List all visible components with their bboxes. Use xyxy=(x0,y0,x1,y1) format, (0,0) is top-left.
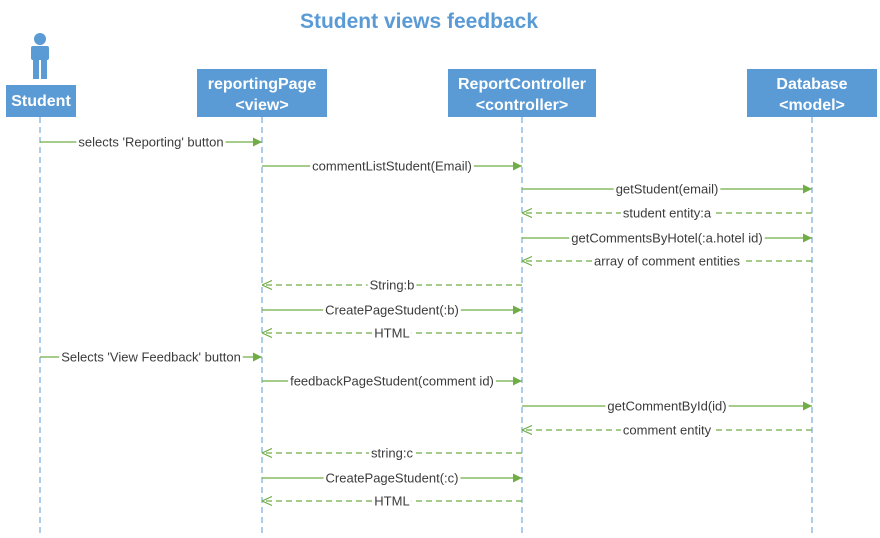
participant-name: Database xyxy=(776,76,847,93)
message-label-background xyxy=(323,472,461,484)
message-label: HTML xyxy=(374,326,409,341)
message-label-background xyxy=(288,375,496,387)
participant-database: Database <model> xyxy=(747,69,877,117)
participant-box xyxy=(6,85,76,117)
message: getCommentById(id) xyxy=(522,399,812,414)
participant-box xyxy=(747,69,877,117)
message-label-background xyxy=(569,232,765,244)
message-label: comment entity xyxy=(623,423,712,438)
message: String:b xyxy=(262,278,522,293)
message-label: HTML xyxy=(374,494,409,509)
message: comment entity xyxy=(522,423,812,438)
participant-report-controller: ReportController <controller> xyxy=(448,69,596,117)
message-label: String:b xyxy=(370,278,415,293)
message-label-background xyxy=(76,136,226,148)
message: feedbackPageStudent(comment id) xyxy=(262,374,522,389)
message-label: selects 'Reporting' button xyxy=(78,135,223,150)
message: array of comment entities xyxy=(522,254,812,269)
message-label: string:c xyxy=(371,446,413,461)
participant-stereotype: <view> xyxy=(235,97,288,114)
message-label-background xyxy=(323,304,461,316)
message: Selects 'View Feedback' button xyxy=(40,350,262,365)
message-label: student entity:a xyxy=(623,206,712,221)
participant-student: Student xyxy=(6,33,76,117)
message-label-background xyxy=(372,327,412,339)
message: HTML xyxy=(262,494,522,509)
message: CreatePageStudent(:c) xyxy=(262,471,522,486)
message: getStudent(email) xyxy=(522,182,812,197)
message-label: array of comment entities xyxy=(594,254,740,269)
message-label-background xyxy=(310,160,474,172)
message-label-background xyxy=(367,279,417,291)
message: commentListStudent(Email) xyxy=(262,159,522,174)
message-label: getStudent(email) xyxy=(616,182,719,197)
participant-stereotype: <controller> xyxy=(476,97,568,114)
participant-box xyxy=(448,69,596,117)
participant-box xyxy=(197,69,327,117)
message-label: CreatePageStudent(:b) xyxy=(325,303,459,318)
participant-reporting-page: reportingPage <view> xyxy=(197,69,327,117)
message-label: Selects 'View Feedback' button xyxy=(61,350,241,365)
participant-stereotype: <model> xyxy=(779,97,845,114)
message-label-background xyxy=(620,207,714,219)
message-label-background xyxy=(369,447,416,459)
message: string:c xyxy=(262,446,522,461)
message: selects 'Reporting' button xyxy=(40,135,262,150)
message-label-background xyxy=(592,255,743,267)
diagram-title: Student views feedback xyxy=(300,10,538,33)
participant-name: Student xyxy=(11,93,71,110)
participant-name: reportingPage xyxy=(208,76,317,93)
message: CreatePageStudent(:b) xyxy=(262,303,522,318)
message-label-background xyxy=(605,400,729,412)
messages: selects 'Reporting' button commentListStu… xyxy=(40,135,812,509)
person-icon xyxy=(31,33,49,79)
message: HTML xyxy=(262,326,522,341)
message-label-background xyxy=(372,495,412,507)
message-label-background xyxy=(613,183,721,195)
message-label: feedbackPageStudent(comment id) xyxy=(290,374,494,389)
message-label-background xyxy=(620,424,714,436)
message-label: commentListStudent(Email) xyxy=(312,159,472,174)
message: student entity:a xyxy=(522,206,812,221)
participant-name: ReportController xyxy=(458,76,586,93)
message-label: getCommentById(id) xyxy=(607,399,726,414)
message-label: getCommentsByHotel(:a.hotel id) xyxy=(571,231,762,246)
message-label: CreatePageStudent(:c) xyxy=(326,471,459,486)
message: getCommentsByHotel(:a.hotel id) xyxy=(522,231,812,246)
message-label-background xyxy=(59,351,243,363)
